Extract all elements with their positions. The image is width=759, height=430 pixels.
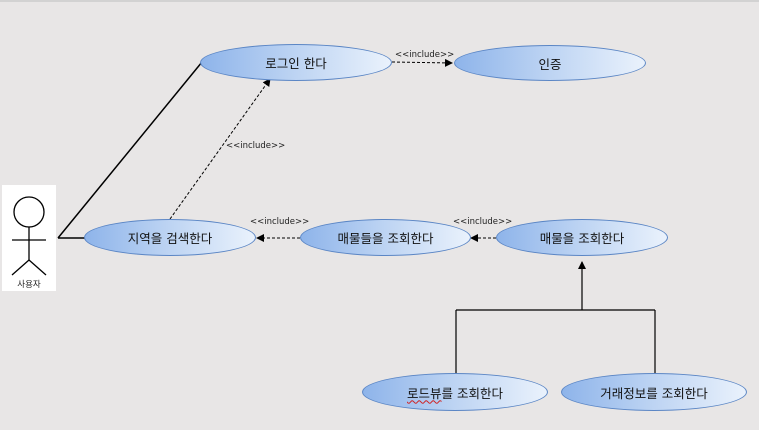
usecase-auth-label: 인증 — [538, 56, 562, 72]
include-label-listing-listings: <<include>> — [453, 217, 513, 227]
usecase-view-roadview[interactable]: 로드뷰를 조회한다 — [362, 373, 548, 411]
usecase-view-listings[interactable]: 매물들을 조회한다 — [300, 219, 471, 256]
usecase-view-listing-label: 매물을 조회한다 — [539, 231, 625, 246]
usecase-view-trade-info[interactable]: 거래정보를 조회한다 — [561, 373, 747, 411]
include-label-search-login: <<include>> — [226, 141, 286, 151]
usecase-view-roadview-label-suffix: 를 조회한다 — [441, 385, 503, 401]
include-label-listings-search: <<include>> — [250, 217, 310, 227]
usecase-view-listings-label: 매물들을 조회한다 — [337, 231, 434, 246]
stick-figure-icon — [11, 196, 47, 276]
usecase-view-trade-info-label: 거래정보를 조회한다 — [600, 385, 708, 401]
usecase-login[interactable]: 로그인 한다 — [200, 44, 392, 81]
usecase-auth[interactable]: 인증 — [454, 45, 646, 81]
usecase-view-roadview-label: 로드뷰를 조회한다 — [407, 383, 503, 402]
usecase-view-listing[interactable]: 매물을 조회한다 — [496, 219, 668, 256]
include-label-login-auth: <<include>> — [395, 50, 455, 60]
usecase-search-region[interactable]: 지역을 검색한다 — [84, 219, 256, 256]
actor-panel — [2, 185, 56, 291]
include-arrow-login-auth — [391, 58, 453, 67]
usecase-search-region-label: 지역을 검색한다 — [127, 231, 213, 246]
association-actor-login — [57, 61, 203, 239]
actor-label: 사용자 — [17, 280, 41, 290]
usecase-login-label: 로그인 한다 — [265, 56, 327, 71]
include-arrow-search-login — [169, 78, 271, 220]
usecase-view-roadview-label-prefix: 로드뷰 — [407, 385, 442, 401]
